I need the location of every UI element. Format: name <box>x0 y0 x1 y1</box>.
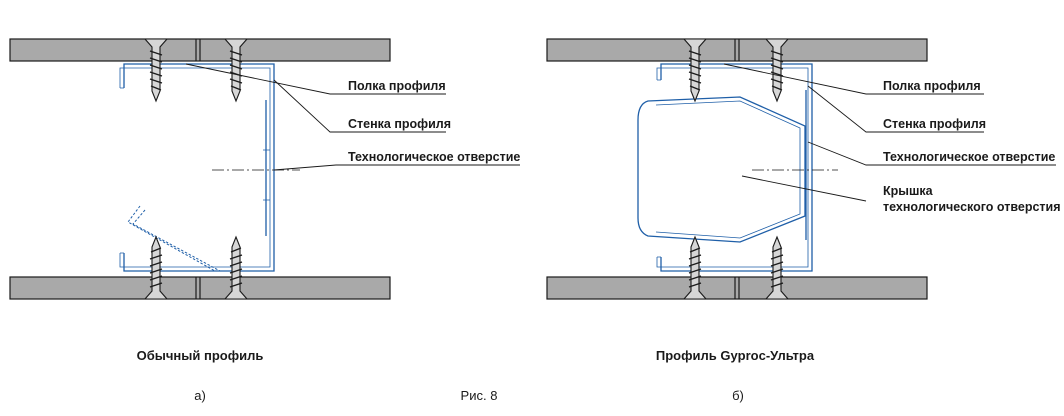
figure-number: Рис. 8 <box>461 388 498 403</box>
label-a-web: Стенка профиля <box>348 117 451 131</box>
caption-b: Профиль Gyproc-Ультра <box>656 348 815 363</box>
letter-b: б) <box>732 388 744 403</box>
top-board-b <box>546 38 928 62</box>
letter-a: а) <box>194 388 206 403</box>
label-b-cover-line1: Крышка <box>883 184 934 198</box>
label-b-web: Стенка профиля <box>883 117 986 131</box>
label-b-hole: Технологическое отверстие <box>883 150 1055 164</box>
hole-cover <box>637 96 806 243</box>
panel-a: Полка профиля Стенка профиля Технологиче… <box>9 38 520 403</box>
profile-b <box>656 63 813 272</box>
label-b-cover-line2: технологического отверстия <box>883 200 1061 214</box>
label-a-hole: Технологическое отверстие <box>348 150 520 164</box>
label-b-flange: Полка профиля <box>883 79 981 93</box>
caption-a: Обычный профиль <box>137 348 264 363</box>
profile-a <box>119 63 275 272</box>
bottom-board-b <box>546 276 928 300</box>
label-a-flange: Полка профиля <box>348 79 446 93</box>
panel-b: Полка профиля Стенка профиля Технологиче… <box>546 38 1061 403</box>
